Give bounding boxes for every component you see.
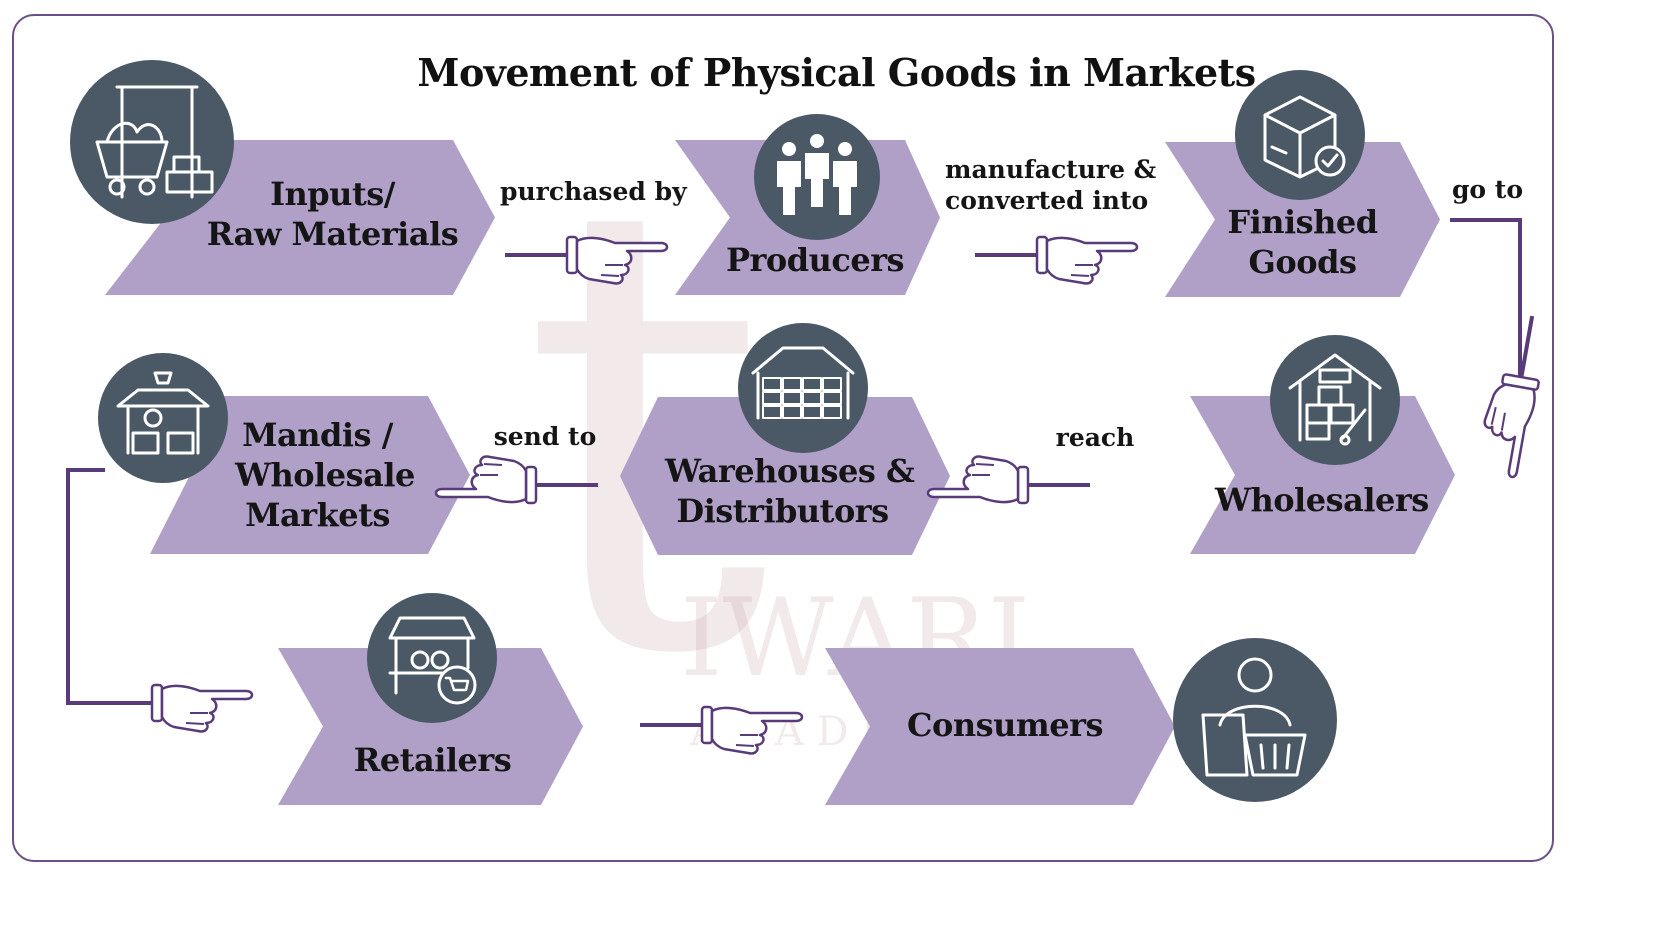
pointing-hand-icon: [503, 235, 669, 286]
shop-cart-icon: [367, 593, 497, 723]
circle-layer: [70, 60, 1400, 802]
edge-label-go-to: go to: [1451, 175, 1524, 204]
storage-shed-icon: [738, 323, 868, 453]
mining-cart-icon: [70, 60, 234, 224]
connector-mandis-retailers: [66, 468, 160, 705]
edge-label-reach: reach: [1055, 423, 1135, 452]
chevron-warehouses: [620, 397, 950, 555]
pointing-hand-icon: [973, 235, 1139, 286]
node-wholesalers-label: Wholesalers: [1215, 481, 1429, 519]
people-group-icon: [754, 114, 880, 240]
node-inputs-label: Inputs/Raw Materials: [206, 175, 459, 253]
chevron-consumers: [825, 648, 1175, 805]
diagram-frame: [12, 14, 1554, 862]
node-consumers-label: Consumers: [907, 706, 1103, 744]
chevron-mandis: [150, 396, 470, 554]
pointing-hand-icon: [88, 683, 254, 734]
pointing-hand-icon: [926, 454, 1092, 505]
diagram-title: Movement of Physical Goods in Markets: [417, 50, 1256, 95]
connector-layer: [66, 218, 1552, 756]
node-warehouses-label: Warehouses &Distributors: [665, 452, 915, 530]
connector-finished-wholesalers: [1450, 218, 1522, 385]
node-producers-label: Producers: [725, 241, 905, 279]
market-stall-icon: [98, 353, 228, 483]
package-check-icon: [1235, 70, 1365, 200]
pointing-hand-icon: [638, 705, 804, 756]
chevron-retailers: [278, 648, 583, 805]
edge-label-manufacture: manufacture &converted into: [945, 155, 1157, 216]
warehouse-boxes-icon: [1270, 335, 1400, 465]
chevron-finished: [1165, 142, 1440, 297]
shopper-basket-icon: [1173, 638, 1337, 802]
edge-label-purchased-by: purchased by: [500, 177, 687, 206]
edge-label-send-to: send to: [493, 422, 597, 451]
node-retailers-label: Retailers: [353, 741, 512, 779]
pointing-hand-icon: [1474, 309, 1552, 481]
